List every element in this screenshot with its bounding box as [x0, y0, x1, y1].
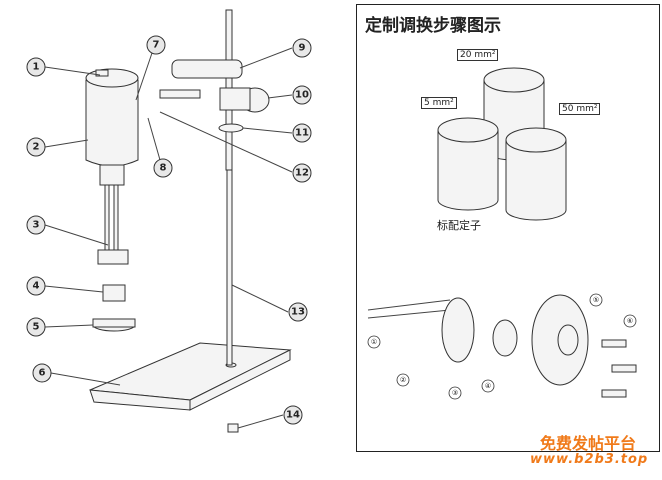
panel-callout-4: ④: [481, 379, 495, 393]
stand-base: [89, 342, 292, 411]
svg-text:4: 4: [33, 281, 40, 292]
callout-11: 11: [292, 123, 312, 143]
callout-6: 6: [32, 363, 52, 383]
panel-callout-2: ②: [396, 373, 410, 387]
svg-text:7: 7: [153, 40, 160, 51]
stator-caption: 标配定子: [437, 219, 481, 232]
svg-text:②: ②: [400, 376, 406, 384]
svg-text:③: ③: [452, 389, 458, 397]
watermark-text: 免费发帖平台: [540, 434, 637, 453]
panel-callout-3: ③: [448, 386, 462, 400]
svg-text:13: 13: [291, 307, 305, 318]
svg-text:14: 14: [286, 410, 300, 421]
svg-text:④: ④: [485, 382, 491, 390]
svg-text:2: 2: [33, 142, 40, 153]
svg-text:10: 10: [295, 90, 309, 101]
svg-text:12: 12: [295, 168, 309, 179]
rotor-assembly: [367, 294, 637, 398]
panel-callout-5: ⑤: [589, 293, 603, 307]
screen-label-50: 50 mm²: [559, 103, 601, 115]
callout-2: 2: [26, 137, 46, 157]
panel-callout-1: ①: [367, 335, 381, 349]
panel-callout-6: ⑥: [623, 314, 637, 328]
callout-12: 12: [292, 163, 312, 183]
screen-label-5: 5 mm²: [421, 97, 457, 109]
callout-10: 10: [292, 85, 312, 105]
svg-text:⑤: ⑤: [593, 296, 599, 304]
leader-lines: [44, 47, 293, 429]
screen-label-20: 20 mm²: [457, 49, 499, 61]
stator-screens: [437, 67, 567, 221]
panel-title: 定制调换步骤图示: [365, 16, 501, 36]
clamp: [159, 59, 270, 133]
svg-text:3: 3: [33, 220, 40, 231]
callout-4: 4: [26, 276, 46, 296]
svg-text:1: 1: [33, 62, 40, 73]
watermark-url: www.b2b3.top: [530, 452, 649, 467]
callout-7: 7: [146, 35, 166, 55]
svg-text:8: 8: [160, 163, 167, 174]
svg-text:11: 11: [295, 128, 309, 139]
svg-text:9: 9: [299, 43, 306, 54]
callout-1: 1: [26, 57, 46, 77]
left-callouts: 1 2 3 4 5 6 7 8 9 10 11 12 13 14: [26, 35, 312, 425]
replacement-steps-panel: 定制调换步骤图示 20 mm² 5 mm² 50 mm² 标配定子: [356, 4, 660, 452]
svg-text:6: 6: [39, 368, 46, 379]
svg-text:5: 5: [33, 322, 40, 333]
rotor-stator-heads: [92, 284, 239, 433]
callout-3: 3: [26, 215, 46, 235]
panel-callouts: ① ② ③ ④ ⑤ ⑥: [367, 293, 637, 400]
callout-9: 9: [292, 38, 312, 58]
svg-text:①: ①: [371, 338, 377, 346]
callout-13: 13: [288, 302, 308, 322]
callout-8: 8: [153, 158, 173, 178]
motor-head: [85, 68, 139, 265]
callout-5: 5: [26, 317, 46, 337]
svg-text:⑥: ⑥: [627, 317, 633, 325]
callout-14: 14: [283, 405, 303, 425]
